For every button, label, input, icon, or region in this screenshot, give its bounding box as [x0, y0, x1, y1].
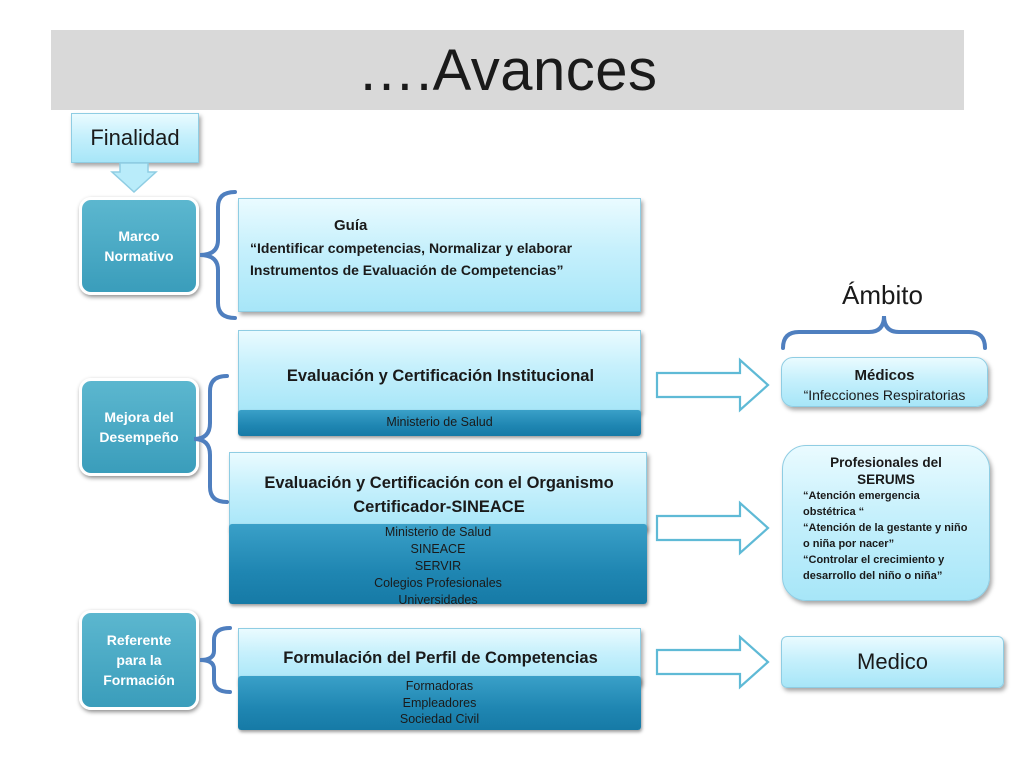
serums-item: desarrollo del niño o niña” [803, 570, 943, 582]
eval-sineace-sub-item: SINEACE [410, 542, 466, 556]
serums-item: o niña por nacer” [803, 538, 895, 550]
eval-institucional-box: Evaluación y Certificación Institucional [238, 330, 641, 412]
bracket-referente [199, 626, 232, 694]
serums-box: Profesionales del SERUMS “Atención emerg… [782, 445, 990, 601]
mejora-desempeno-block: Mejora del Desempeño [79, 378, 199, 476]
marco-normativo-label: Marco Normativo [104, 227, 174, 264]
mejora-desempeno-label: Mejora del Desempeño [99, 408, 179, 445]
page-title: ….Avances [357, 37, 658, 103]
guia-title: Guía [334, 217, 368, 234]
finalidad-label: Finalidad [90, 125, 180, 150]
serums-item: obstétrica “ [803, 506, 865, 518]
serums-title-line1: Profesionales del [830, 455, 942, 470]
guia-text-line1: “Identificar competencias, Normalizar y … [250, 240, 573, 256]
guia-text-line2: Instrumentos de Evaluación de Competenci… [250, 262, 564, 278]
eval-institucional-sub: Ministerio de Salud [238, 410, 641, 436]
serums-item: “Atención de la gestante y niño [803, 522, 968, 534]
referente-formacion-label: Referente para la Formación [103, 631, 175, 689]
perfil-sub-item: Formadoras [405, 679, 474, 693]
eval-institucional-title: Evaluación y Certificación Institucional [286, 367, 595, 385]
eval-sineace-box: Evaluación y Certificación con el Organi… [229, 452, 647, 530]
ambito-bracket [781, 315, 987, 350]
finalidad-box: Finalidad [71, 113, 199, 163]
serums-item: “Atención emergencia [803, 490, 920, 502]
title-band: ….Avances [51, 30, 964, 110]
finalidad-down-arrow [110, 162, 158, 194]
bracket-marco [199, 190, 237, 320]
eval-sineace-title-line1: Evaluación y Certificación con el Organi… [264, 474, 614, 492]
perfil-sub-item: Empleadores [402, 695, 477, 710]
perfil-box: Formulación del Perfil de Competencias [238, 628, 641, 684]
medico-label: Medico [857, 649, 928, 674]
arrow-to-medico [655, 634, 770, 690]
arrow-to-serums [655, 500, 770, 556]
medicos-title: Médicos [854, 367, 915, 384]
marco-normativo-block: Marco Normativo [79, 197, 199, 295]
bracket-mejora [193, 374, 229, 504]
eval-sineace-sub-item: Ministerio de Salud [384, 525, 492, 539]
referente-formacion-block: Referente para la Formación [79, 610, 199, 710]
eval-institucional-sub-text: Ministerio de Salud [386, 415, 493, 429]
serums-item: “Controlar el crecimiento y [803, 554, 945, 566]
medicos-box: Médicos “Infecciones Respiratorias [781, 357, 988, 407]
eval-sineace-sub: Ministerio de Salud SINEACE SERVIR Coleg… [229, 524, 647, 607]
perfil-sub: Formadoras Empleadores Sociedad Civil [238, 676, 641, 730]
eval-sineace-sub-item: SERVIR [414, 559, 462, 573]
eval-sineace-sub-item: Colegios Profesionales [374, 576, 502, 590]
eval-sineace-title-line2: Certificador-SINEACE [353, 498, 525, 516]
medico-box: Medico [781, 636, 1004, 688]
brackets-left [193, 190, 237, 694]
medicos-sub: “Infecciones Respiratorias [803, 387, 966, 403]
perfil-title: Formulación del Perfil de Competencias [283, 649, 598, 667]
perfil-sub-item: Sociedad Civil [399, 712, 480, 726]
arrow-to-medicos [655, 357, 770, 413]
guia-box: Guía “Identificar competencias, Normaliz… [238, 198, 641, 312]
eval-sineace-sub-item: Universidades [398, 593, 478, 607]
ambito-label: Ámbito [842, 280, 923, 310]
serums-title-line2: SERUMS [857, 472, 915, 487]
